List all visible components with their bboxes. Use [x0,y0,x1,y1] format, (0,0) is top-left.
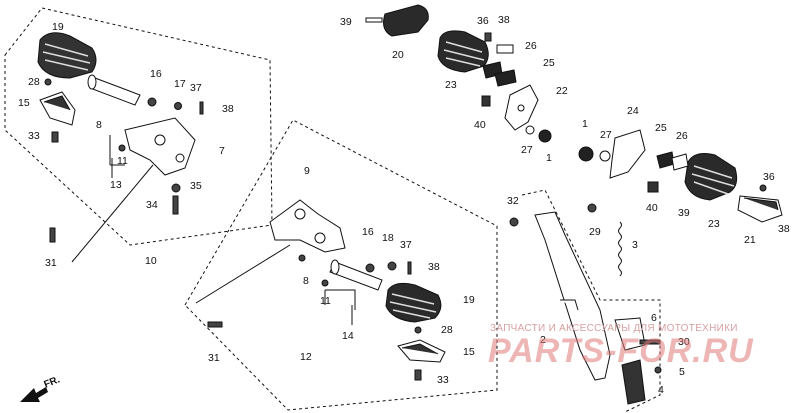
callout-21: 21 [744,234,756,246]
callout-17: 17 [174,78,186,90]
small-hardware-right [509,203,597,227]
callout-13: 13 [110,179,122,191]
front-direction-arrow [20,387,48,402]
callout-2: 2 [540,334,546,346]
callout-23-upper: 23 [445,79,457,91]
callout-19-center: 19 [463,294,475,306]
callout-28-center: 28 [441,324,453,336]
callout-7: 7 [219,145,225,157]
callout-18: 18 [382,232,394,244]
callout-23-lower: 23 [708,218,720,230]
callout-4: 4 [658,384,664,396]
callout-39-lower: 39 [678,207,690,219]
group-outline-2 [521,189,661,413]
bracket-9 [269,199,346,253]
callout-11-upper: 11 [117,155,128,167]
washers-25-26-lower [647,151,767,193]
bracket-22 [504,84,539,131]
watermark-tagline: ЗАПЧАСТИ И АКСЕССУАРЫ ДЛЯ МОТОТЕХНИКИ [490,323,738,334]
callout-9: 9 [304,165,310,177]
callout-1-right: 1 [582,118,588,130]
callout-34: 34 [146,199,158,211]
callout-19-upper: 19 [52,21,64,33]
callout-25-upper: 25 [543,57,555,69]
callout-35: 35 [190,180,202,192]
callout-36-upper: 36 [477,15,489,27]
heel-guard-15-lower [397,339,446,363]
callout-30: 30 [678,336,690,348]
callout-20: 20 [392,49,404,61]
callout-26-lower: 26 [676,130,688,142]
callout-25-lower: 25 [655,122,667,134]
callout-26-upper: 26 [525,40,537,52]
callout-28-upper: 28 [28,76,40,88]
callout-14: 14 [342,330,354,342]
callout-29: 29 [589,226,601,238]
heel-guard-21 [737,195,783,223]
side-stand-2 [534,211,611,381]
callout-5: 5 [679,366,685,378]
callout-1-left: 1 [546,152,552,164]
callout-39-upper: 39 [340,16,352,28]
callout-37-center: 37 [400,239,412,251]
bracket-7-upper [124,117,196,176]
callout-15-upper: 15 [18,97,30,109]
callout-37-upper: 37 [190,82,202,94]
spring-3 [618,221,622,277]
callout-33-center: 33 [437,374,449,386]
callout-12: 12 [300,351,312,363]
footpeg-rubber-23-lower [684,153,738,201]
callout-38-upper: 38 [222,103,234,115]
callout-38-right: 38 [778,223,790,235]
stand-bracket-4-6 [614,317,662,405]
callout-31-upper: 31 [45,257,57,269]
callout-38-top: 38 [498,14,510,26]
callout-16-center: 16 [362,226,374,238]
callout-3: 3 [632,239,638,251]
small-hardware-center [207,254,422,381]
footpeg-bar-lower [329,259,383,291]
footpeg-rubber-19-upper [37,32,97,79]
footpeg-bar-upper [87,74,141,106]
callout-6: 6 [651,312,657,324]
callout-16-upper: 16 [150,68,162,80]
small-hardware-upper [44,78,204,243]
heel-guard-15-upper [39,91,76,126]
pivot-parts-1-27 [481,32,611,162]
footpeg-rubber-20 [365,4,429,37]
callout-10: 10 [145,255,157,267]
callout-24: 24 [627,105,639,117]
callout-27-right: 27 [600,129,612,141]
callout-11-center: 11 [320,295,331,307]
bracket-24 [609,129,646,179]
callout-8-upper: 8 [96,119,102,131]
callout-36-lower: 36 [763,171,775,183]
callout-40-upper: 40 [474,119,486,131]
watermark-brand: PARTS-FOR.RU [488,332,754,370]
callout-31-center: 31 [208,352,220,364]
washers-25-26-upper [482,44,517,87]
footpeg-rubber-19-lower [385,282,442,323]
callout-33-upper: 33 [28,130,40,142]
callout-32: 32 [507,195,519,207]
callout-22: 22 [556,85,568,97]
group-outline-12 [184,119,498,411]
callout-38-center: 38 [428,261,440,273]
callout-15-center: 15 [463,346,475,358]
footpeg-rubber-23-upper [437,30,489,73]
callout-27-left: 27 [521,144,533,156]
callout-8-center: 8 [303,275,309,287]
callout-40-lower: 40 [646,202,658,214]
